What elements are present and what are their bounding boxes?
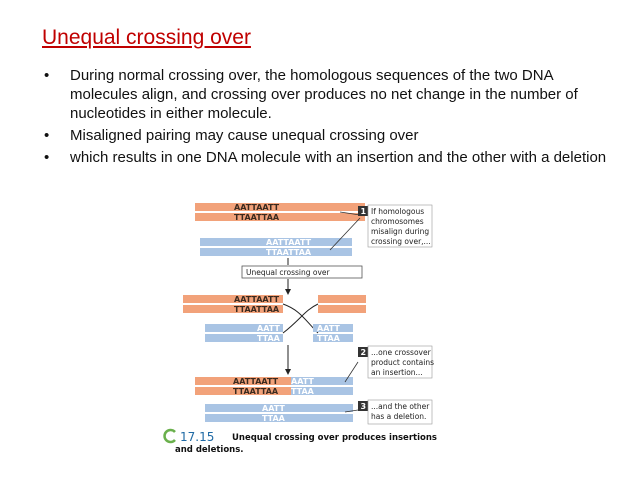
callout-2-line: an insertion... [371,368,423,377]
top-orange-dna: AATTAATT TTAATTAA [195,203,365,222]
callout-1: 1 If homologous chromosomes misalign dur… [358,204,433,248]
callout-1-line: crossing over,... [371,237,431,246]
result-insert-seq1: AATT [291,377,314,386]
callout-2-badge [358,347,368,357]
callout-1-line: chromosomes [371,217,424,226]
result-orange-dna: AATTAATT TTAATTAA AATT TTAA [195,377,353,396]
callout-3-badge [358,401,368,411]
bullet-item: During normal crossing over, the homolog… [44,66,624,123]
slide-title: Unequal crossing over [42,26,251,49]
result-orange-seq1: AATTAATT [233,377,279,386]
bullet-list: During normal crossing over, the homolog… [44,66,624,170]
callout-3-line: ...and the other [371,402,430,411]
result-blue-dna: AATT TTAA [205,404,353,423]
callout-1-number: 1 [361,207,367,216]
callout-2-line: product contains [371,358,434,367]
mid-blue-right-dna: AATT TTAA [313,324,353,343]
step-label-box: Unequal crossing over [241,265,363,279]
bullet-item: Misaligned pairing may cause unequal cro… [44,126,624,145]
mid-blue-right-seq1: AATT [317,324,340,333]
top-blue-dna: AATTAATT TTAATTAA [200,238,352,257]
callout-3: 3 ...and the other has a deletion. [358,399,433,425]
callout-1-line: misalign during [371,227,429,236]
mid-blue-left-seq2: TTAA [257,334,281,343]
step-label: Unequal crossing over [246,268,331,277]
result-insert-seq2: TTAA [291,387,315,396]
bullet-item: which results in one DNA molecule with a… [44,148,624,167]
result-blue-seq2: TTAA [262,414,286,423]
result-blue-seq1: AATT [262,404,285,413]
top-orange-seq1: AATTAATT [234,203,280,212]
callout-1-badge [358,206,368,216]
figure-caption: 17.15 Unequal crossing over produces ins… [163,428,437,455]
caption-number: 17.15 [180,430,214,444]
callout-3-number: 3 [361,402,367,411]
mid-blue-left-dna: AATT TTAA [205,324,283,343]
callout-1-line: If homologous [371,207,424,216]
mid-blue-left-seq1: AATT [257,324,280,333]
caption-line-2: and deletions. [175,445,244,455]
mid-blue-right-seq2: TTAA [317,334,341,343]
callout-2-line: ...one crossover [371,348,432,357]
mid-orange-dna: AATTAATT TTAATTAA [183,295,283,314]
callout-2-number: 2 [361,348,367,357]
caption-mark-icon [163,428,176,444]
mid-orange-fragment [318,295,366,313]
caption-line-1: Unequal crossing over produces insertion… [232,433,437,443]
top-orange-seq2: TTAATTAA [234,213,280,222]
mid-orange-seq1: AATTAATT [234,295,280,304]
callout-2: 2 ...one crossover product contains an i… [358,345,434,379]
top-blue-seq2: TTAATTAA [266,248,312,257]
result-orange-seq2: TTAATTAA [233,387,279,396]
callout-3-line: has a deletion. [371,412,426,421]
mid-orange-seq2: TTAATTAA [234,305,280,314]
top-blue-seq1: AATTAATT [266,238,312,247]
